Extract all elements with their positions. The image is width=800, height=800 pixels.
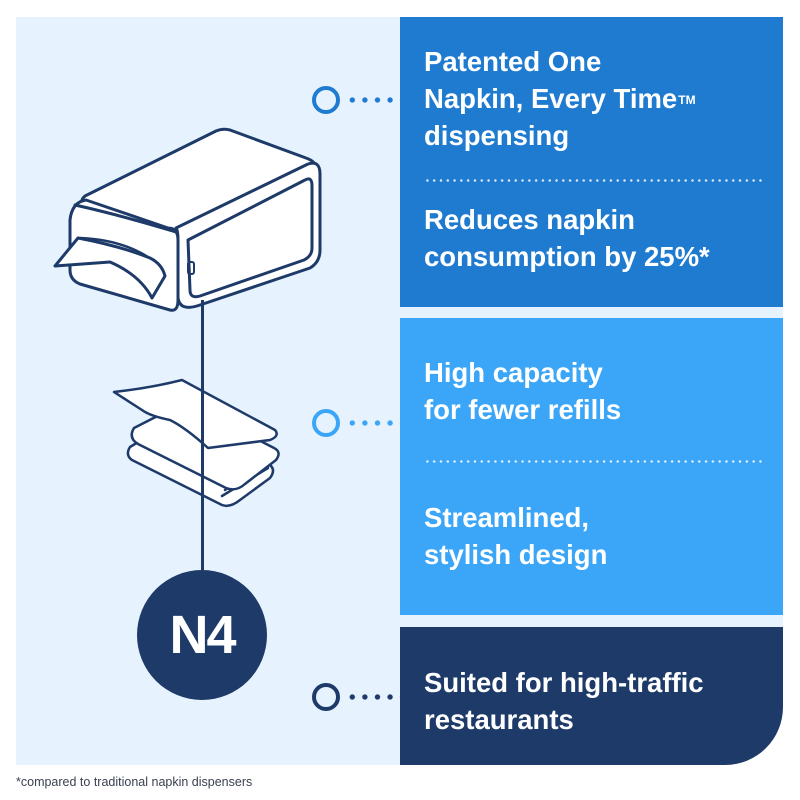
feature-line: High capacity — [424, 357, 603, 388]
callout-connector-3 — [312, 683, 400, 711]
feature-box-2: High capacity for fewer refills Streamli… — [400, 318, 783, 615]
feature-line: restaurants — [424, 704, 574, 735]
dotted-divider — [424, 460, 764, 463]
connector-line — [201, 300, 204, 572]
badge-label: N4 — [169, 605, 236, 665]
feature-dispensing: Patented One Napkin, Every TimeTM dispen… — [424, 43, 773, 154]
feature-high-traffic: Suited for high-traffic restaurants — [424, 664, 773, 738]
callout-connector-1 — [312, 86, 400, 114]
footnote: *compared to traditional napkin dispense… — [16, 775, 253, 789]
feature-box-3: Suited for high-traffic restaurants — [400, 627, 783, 765]
feature-line: stylish design — [424, 539, 608, 570]
callout-connector-2 — [312, 409, 400, 437]
feature-line: Streamlined, — [424, 502, 590, 533]
trademark-symbol: TM — [678, 93, 696, 107]
feature-line: Napkin, Every TimeTM — [424, 80, 773, 117]
dotted-line — [344, 420, 400, 426]
feature-box-1: Patented One Napkin, Every TimeTM dispen… — [400, 17, 783, 307]
circle-icon — [312, 409, 340, 437]
gap-strip — [400, 615, 783, 627]
product-illustration — [53, 127, 322, 508]
folded-napkins-icon — [112, 378, 280, 508]
feature-capacity: High capacity for fewer refills — [424, 354, 773, 428]
feature-consumption: Reduces napkin consumption by 25%* — [424, 201, 773, 275]
feature-line: Reduces napkin — [424, 204, 635, 235]
dotted-divider — [424, 179, 764, 182]
circle-icon — [312, 86, 340, 114]
dotted-line — [344, 694, 400, 700]
feature-line: Suited for high-traffic — [424, 667, 704, 698]
feature-design: Streamlined, stylish design — [424, 499, 773, 573]
feature-line-text: Napkin, Every Time — [424, 83, 678, 114]
model-badge: N4 — [137, 570, 267, 700]
feature-line: dispensing — [424, 120, 570, 151]
napkin-dispenser-icon — [53, 127, 322, 312]
gap-strip — [400, 307, 783, 318]
feature-line: for fewer refills — [424, 394, 622, 425]
circle-icon — [312, 683, 340, 711]
feature-line: Patented One — [424, 46, 602, 77]
feature-line: consumption by 25%* — [424, 241, 710, 272]
dotted-line — [344, 97, 400, 103]
